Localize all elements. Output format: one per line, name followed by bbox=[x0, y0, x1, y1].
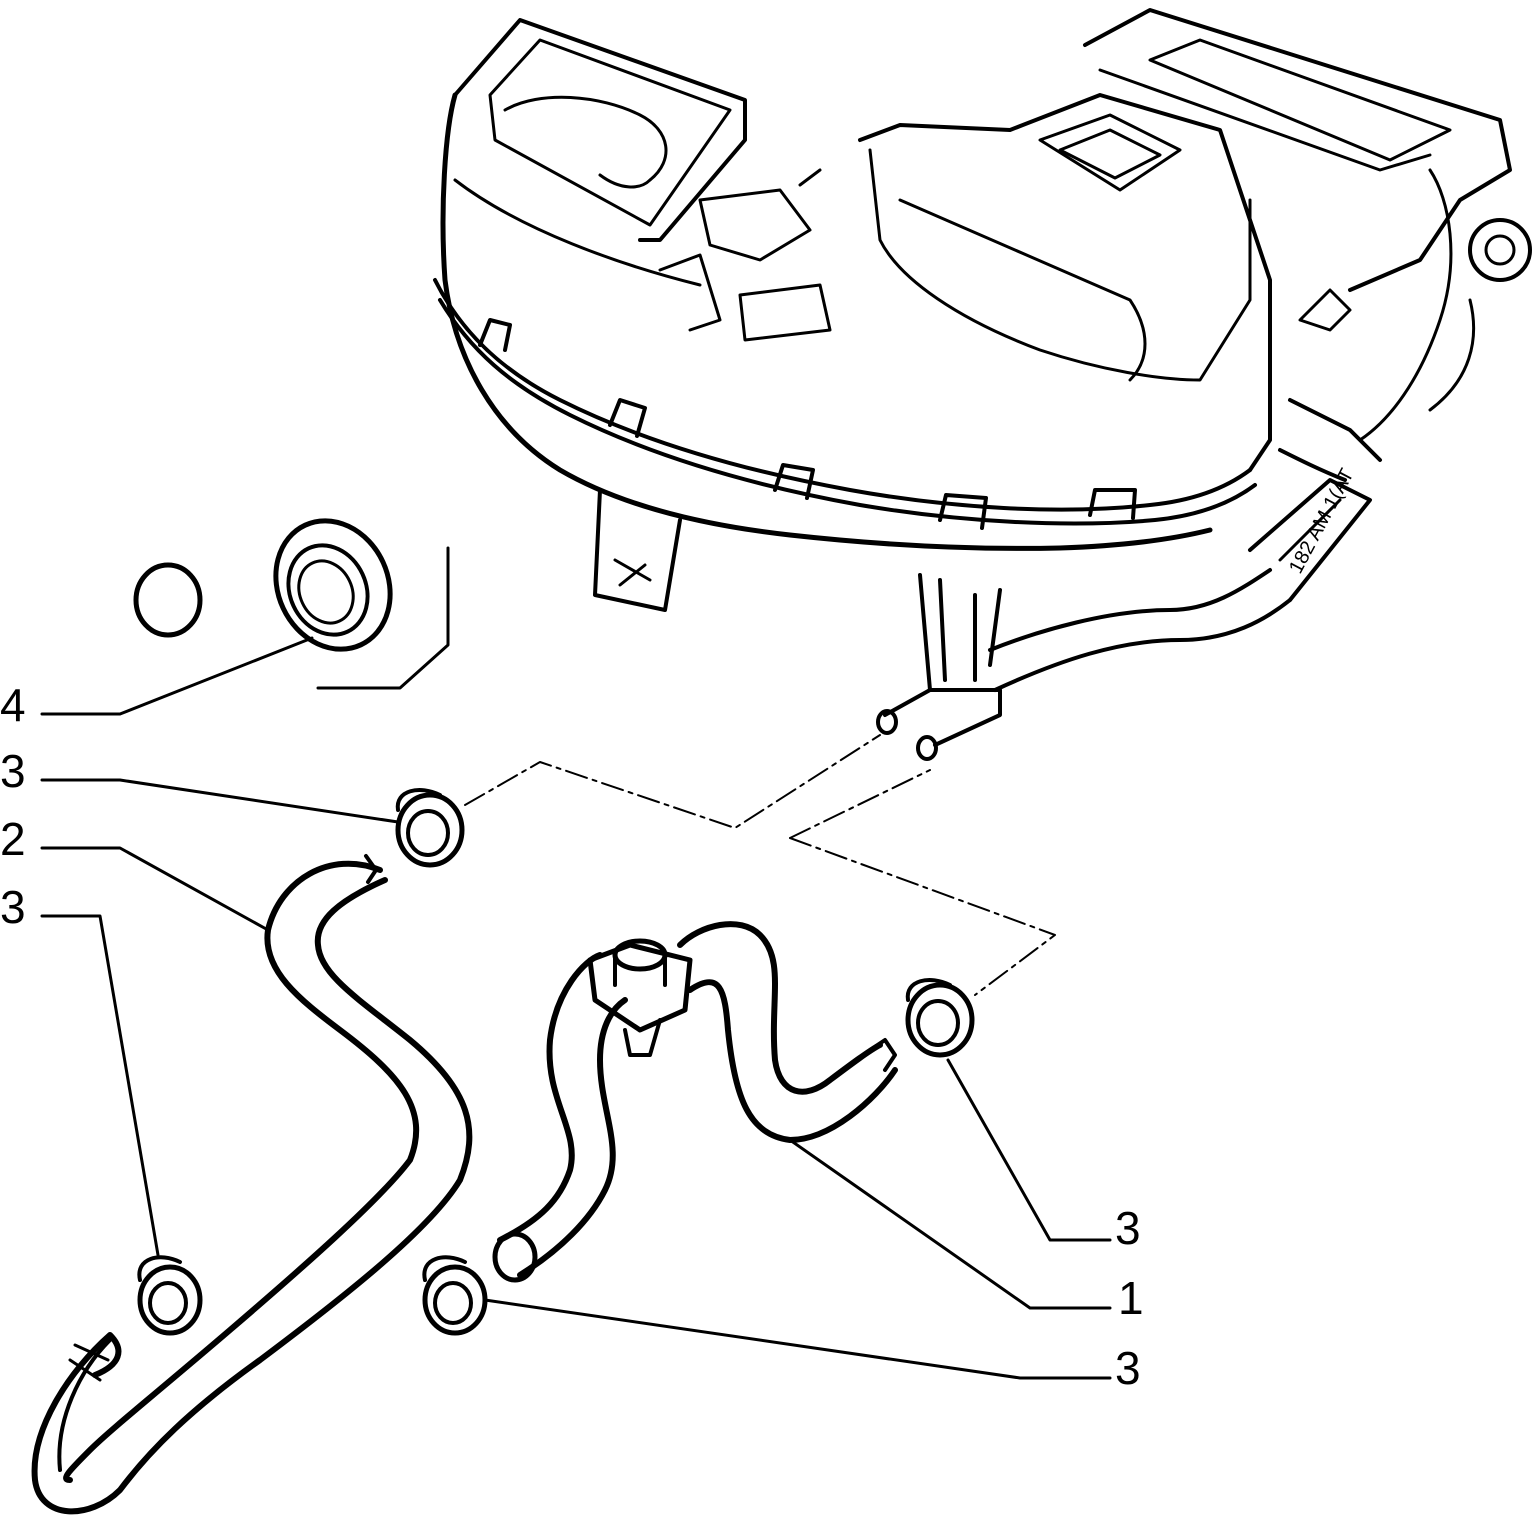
hose-part-1 bbox=[492, 921, 898, 1283]
callout-3-left: 3 bbox=[0, 881, 26, 933]
clamp-part-3-d bbox=[422, 1255, 488, 1336]
clamp-part-3-b bbox=[905, 978, 975, 1058]
assembly-guide-lines bbox=[464, 734, 1056, 996]
callout-2: 2 bbox=[0, 813, 26, 865]
clamp-part-3-c-body bbox=[137, 1255, 203, 1336]
leader-lines bbox=[40, 636, 1112, 1380]
clamp-part-3-a bbox=[395, 788, 465, 868]
callout-4: 4 bbox=[0, 679, 26, 731]
grommet-bracket-line bbox=[316, 546, 450, 690]
callout-1: 1 bbox=[1118, 1272, 1144, 1324]
callout-3-upper: 3 bbox=[0, 745, 26, 797]
clamp-part-3-c bbox=[133, 562, 203, 638]
callout-3-right: 3 bbox=[1115, 1202, 1141, 1254]
hose-part-2 bbox=[31, 854, 473, 1515]
heater-housing: 182 AM 1(AT bbox=[433, 8, 1532, 761]
callout-3-lower: 3 bbox=[1115, 1342, 1141, 1394]
grommet-part-4 bbox=[273, 518, 393, 652]
